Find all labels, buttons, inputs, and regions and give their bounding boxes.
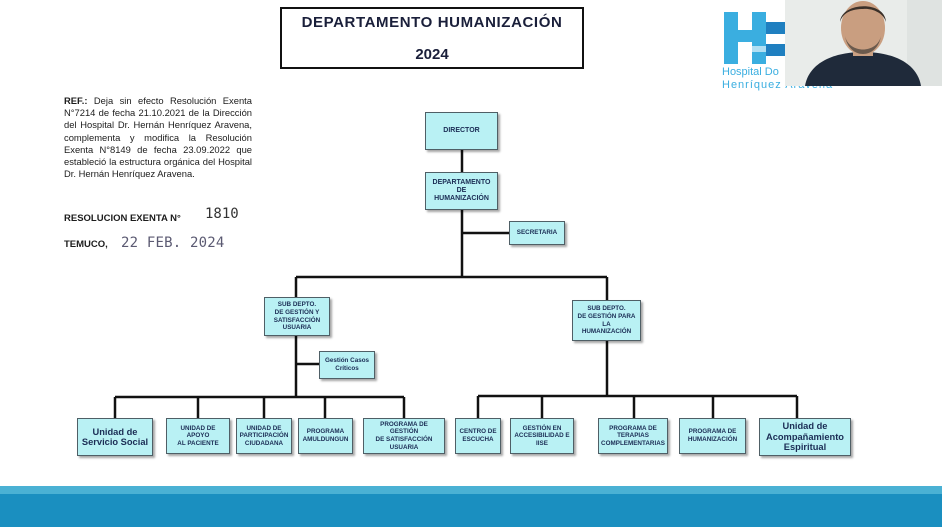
node-sub-depto-gestion-satisfaccion: SUB DEPTO. DE GESTIÓN Y SATISFACCIÓN USU… bbox=[264, 297, 330, 336]
resolution-number: 1810 bbox=[205, 206, 239, 222]
node-programa-amuldungun: PROGRAMA AMULDUNGUN bbox=[298, 418, 353, 454]
node-unidad-participacion-ciudadana: UNIDAD DE PARTICIPACIÓN CIUDADANA bbox=[236, 418, 292, 454]
reference-body: Deja sin efecto Resolución Exenta N°7214… bbox=[64, 95, 252, 180]
presenter-silhouette bbox=[785, 0, 942, 86]
resolution-label: RESOLUCION EXENTA N° bbox=[64, 213, 181, 224]
city-label: TEMUCO, bbox=[64, 239, 108, 250]
date-stamp: 22 FEB. 2024 bbox=[121, 235, 225, 251]
node-programa-terapias-complementarias: PROGRAMA DE TERAPIAS COMPLEMENTARIAS bbox=[598, 418, 668, 454]
node-centro-escucha: CENTRO DE ESCUCHA bbox=[455, 418, 501, 454]
node-director: DIRECTOR bbox=[425, 112, 498, 150]
footer-band-dark bbox=[0, 494, 942, 527]
node-secretaria: SECRETARIA bbox=[509, 221, 565, 245]
footer-band-light bbox=[0, 486, 942, 494]
node-unidad-apoyo-paciente: UNIDAD DE APOYO AL PACIENTE bbox=[166, 418, 230, 454]
node-gestion-casos-criticos: Gestión Casos Críticos bbox=[319, 351, 375, 379]
node-unidad-acompanamiento-espiritual: Unidad de Acompañamiento Espiritual bbox=[759, 418, 851, 456]
logo-text-line1: Hospital Do bbox=[722, 66, 779, 78]
page-year: 2024 bbox=[415, 46, 449, 63]
node-unidad-servicio-social: Unidad de Servicio Social bbox=[77, 418, 153, 456]
title-box: DEPARTAMENTO HUMANIZACIÓN 2024 bbox=[280, 7, 584, 69]
node-sub-depto-humanizacion: SUB DEPTO. DE GESTIÓN PARA LA HUMANIZACI… bbox=[572, 300, 641, 341]
hospital-logo bbox=[724, 12, 788, 64]
node-programa-gestion-satisfaccion: PROGRAMA DE GESTIÓN DE SATISFACCIÓN USUA… bbox=[363, 418, 445, 454]
reference-text: REF.: Deja sin efecto Resolución Exenta … bbox=[64, 95, 252, 180]
page-title: DEPARTAMENTO HUMANIZACIÓN bbox=[301, 14, 563, 31]
node-programa-humanizacion: PROGRAMA DE HUMANIZACIÓN bbox=[679, 418, 746, 454]
node-gestion-accesibilidad: GESTIÓN EN ACCESIBILIDAD E IISE bbox=[510, 418, 574, 454]
node-departamento-humanizacion: DEPARTAMENTO DE HUMANIZACIÓN bbox=[425, 172, 498, 210]
webcam-video bbox=[785, 0, 942, 86]
reference-label: REF.: bbox=[64, 95, 88, 106]
